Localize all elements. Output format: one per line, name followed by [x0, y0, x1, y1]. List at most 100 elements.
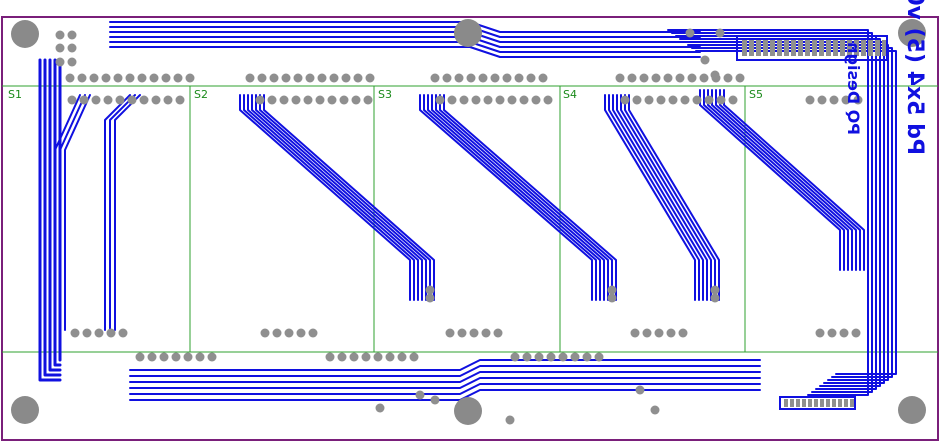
connector-pin: [756, 40, 761, 56]
solder-pad-icon: [507, 95, 517, 105]
solder-pad-icon: [651, 73, 661, 83]
solder-pad-icon: [635, 385, 645, 395]
connector-pin: [861, 40, 866, 56]
solder-pad-icon: [291, 95, 301, 105]
solder-pad-icon: [853, 95, 863, 105]
solder-pad-icon: [435, 95, 445, 105]
solder-pad-icon: [656, 95, 666, 105]
solder-pad-icon: [685, 28, 695, 38]
solder-pad-icon: [67, 57, 77, 67]
connector-pin: [808, 399, 812, 407]
solder-pad-icon: [137, 73, 147, 83]
solder-pad-icon: [447, 95, 457, 105]
solder-pad-icon: [715, 28, 725, 38]
solder-pad-icon: [255, 95, 265, 105]
solder-pad-icon: [678, 328, 688, 338]
solder-pad-icon: [67, 30, 77, 40]
solder-pad-icon: [710, 70, 720, 80]
connector-pin: [749, 40, 754, 56]
solder-pad-icon: [351, 95, 361, 105]
solder-pad-icon: [70, 328, 80, 338]
solder-pad-icon: [466, 73, 476, 83]
solder-pad-icon: [173, 73, 183, 83]
solder-pad-icon: [125, 73, 135, 83]
solder-pad-icon: [471, 95, 481, 105]
solder-pad-icon: [445, 328, 455, 338]
solder-pad-icon: [303, 95, 313, 105]
solder-pad-icon: [103, 95, 113, 105]
solder-pad-icon: [728, 95, 738, 105]
solder-pad-icon: [365, 73, 375, 83]
solder-pad-icon: [546, 352, 556, 362]
solder-pad-icon: [185, 73, 195, 83]
solder-pad-icon: [519, 95, 529, 105]
solder-pad-icon: [127, 95, 137, 105]
solder-pad-icon: [666, 328, 676, 338]
solder-pad-icon: [490, 73, 500, 83]
solder-pad-icon: [558, 352, 568, 362]
mounting-holes: [11, 19, 926, 425]
solder-pad-icon: [805, 95, 815, 105]
connector-pin: [798, 40, 803, 56]
board-outline: [1, 16, 939, 441]
solder-pad-icon: [469, 328, 479, 338]
solder-pad-icon: [293, 73, 303, 83]
solder-pad-icon: [267, 95, 277, 105]
solder-pad-icon: [442, 73, 452, 83]
mounting-hole-icon: [11, 20, 39, 48]
solder-pad-icon: [663, 73, 673, 83]
solder-pad-icon: [106, 328, 116, 338]
solder-pad-icon: [615, 73, 625, 83]
solder-pad-icon: [279, 95, 289, 105]
solder-pad-icon: [91, 95, 101, 105]
solder-pad-icon: [531, 95, 541, 105]
solder-pad-icon: [829, 95, 839, 105]
solder-pad-icon: [82, 328, 92, 338]
solder-pad-icon: [315, 95, 325, 105]
solder-pad-icon: [284, 328, 294, 338]
solder-pad-icon: [594, 352, 604, 362]
solder-pad-icon: [337, 352, 347, 362]
solder-pad-icon: [534, 352, 544, 362]
solder-pad-icon: [654, 328, 664, 338]
solder-pad-icon: [409, 352, 419, 362]
solder-pad-icon: [644, 95, 654, 105]
solder-pad-icon: [363, 95, 373, 105]
solder-pad-icon: [607, 285, 617, 295]
solder-pad-icon: [135, 352, 145, 362]
solder-pad-icon: [817, 95, 827, 105]
connector-pin: [784, 399, 788, 407]
mounting-hole-icon: [454, 397, 482, 425]
connector-pin: [814, 399, 818, 407]
solder-pad-icon: [183, 352, 193, 362]
board-designer: PQ Design: [844, 42, 863, 135]
solder-pad-icon: [89, 73, 99, 83]
connector-pin: [784, 40, 789, 56]
solder-pad-icon: [710, 285, 720, 295]
solder-pad-icon: [425, 293, 435, 303]
solder-pad-icon: [55, 30, 65, 40]
solder-pad-icon: [195, 352, 205, 362]
solder-pad-icon: [281, 73, 291, 83]
solder-pad-icon: [149, 73, 159, 83]
solder-pad-icon: [526, 73, 536, 83]
solder-pad-icon: [159, 352, 169, 362]
connector-pin: [875, 40, 880, 56]
solder-pad-icon: [430, 73, 440, 83]
solder-pad-icon: [118, 328, 128, 338]
connector-pin: [826, 40, 831, 56]
pad-layer: [55, 28, 887, 425]
solder-pad-icon: [543, 95, 553, 105]
solder-pad-icon: [430, 395, 440, 405]
connector-pin: [777, 40, 782, 56]
solder-pad-icon: [827, 328, 837, 338]
solder-pad-icon: [161, 73, 171, 83]
solder-pad-icon: [79, 95, 89, 105]
solder-pad-icon: [839, 328, 849, 338]
mounting-hole-icon: [454, 19, 482, 47]
solder-pad-icon: [699, 73, 709, 83]
connector-pin: [802, 399, 806, 407]
solder-pad-icon: [630, 328, 640, 338]
solder-pad-icon: [735, 73, 745, 83]
connector-pin: [820, 399, 824, 407]
